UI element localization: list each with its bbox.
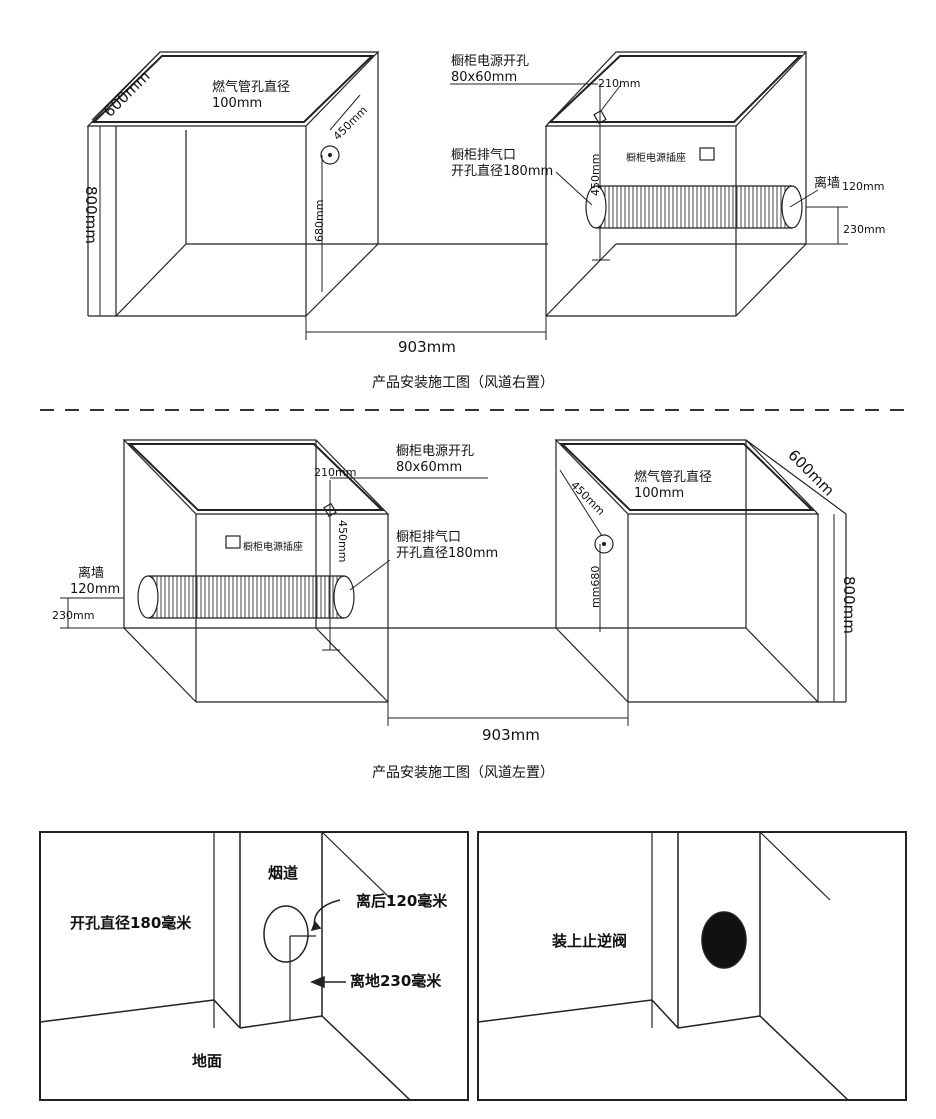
panel-left-arrows — [310, 899, 346, 989]
bottom-wall-120: 120mm — [70, 582, 121, 597]
bottom-gas-height-label: mm680 — [589, 565, 602, 608]
bottom-gas-hole-size: 100mm — [634, 486, 685, 501]
bottom-height-label: 800mm — [840, 576, 858, 634]
panel-left-flue-label: 烟道 — [268, 864, 299, 882]
bottom-power-210-label: 210mm — [314, 466, 357, 479]
bottom-socket-label: 橱柜电源插座 — [243, 542, 303, 553]
top-gas-hole-label: 燃气管孔直径 — [212, 80, 291, 95]
panel-left — [39, 831, 469, 1101]
bottom-wall-label: 离墙 — [78, 566, 105, 581]
top-height-230: 230mm — [843, 223, 886, 236]
bottom-gas-hole-label: 燃气管孔直径 — [634, 470, 713, 485]
panel-left-hole-label: 开孔直径180毫米 — [70, 914, 192, 932]
top-socket-label: 橱柜电源插座 — [626, 153, 686, 164]
bottom-exhaust-size: 开孔直径180mm — [396, 546, 499, 561]
bottom-exhaust-label: 橱柜排气口 — [396, 530, 462, 545]
panel-left-floor-label: 地面 — [192, 1052, 223, 1070]
bottom-power-hole-label: 橱柜电源开孔 — [396, 444, 475, 459]
bottom-diagram — [60, 439, 847, 726]
top-height-label: 800mm — [82, 186, 100, 244]
panel-right-valve-label: 装上止逆阀 — [552, 932, 628, 950]
top-power-210-label: 210mm — [598, 77, 641, 90]
bottom-caption: 产品安装施工图（风道左置） — [372, 765, 554, 781]
panel-right — [477, 831, 907, 1101]
top-right-cabinet — [450, 51, 848, 317]
top-wall-120: 120mm — [842, 180, 885, 193]
top-exhaust-size: 开孔直径180mm — [451, 164, 554, 179]
panel-left-floor-offset-label: 离地230毫米 — [350, 972, 442, 990]
top-caption: 产品安装施工图（风道右置） — [372, 375, 554, 391]
top-power-hole-label: 橱柜电源开孔 — [451, 54, 530, 69]
bottom-power-hole-size: 80x60mm — [396, 460, 463, 475]
top-left-cabinet — [86, 51, 548, 317]
top-exhaust-label: 橱柜排气口 — [451, 148, 517, 163]
top-gas-height-label: 680mm — [313, 199, 326, 242]
bottom-height-230: 230mm — [52, 609, 95, 622]
top-diagram — [86, 51, 848, 340]
bottom-power-450-label: 450mm — [336, 520, 349, 563]
bottom-left-cabinet — [60, 439, 556, 703]
bottom-right-cabinet — [554, 439, 847, 703]
check-valve-icon — [701, 911, 747, 969]
top-width-903: 903mm — [398, 338, 456, 356]
top-wall-label: 离墙 — [814, 176, 841, 191]
top-gas-hole-size: 100mm — [212, 96, 263, 111]
panel-left-back-label: 离后120毫米 — [356, 892, 448, 910]
top-power-hole-size: 80x60mm — [451, 70, 518, 85]
bottom-width-903: 903mm — [482, 726, 540, 744]
top-power-450-label: 450mm — [589, 153, 602, 196]
